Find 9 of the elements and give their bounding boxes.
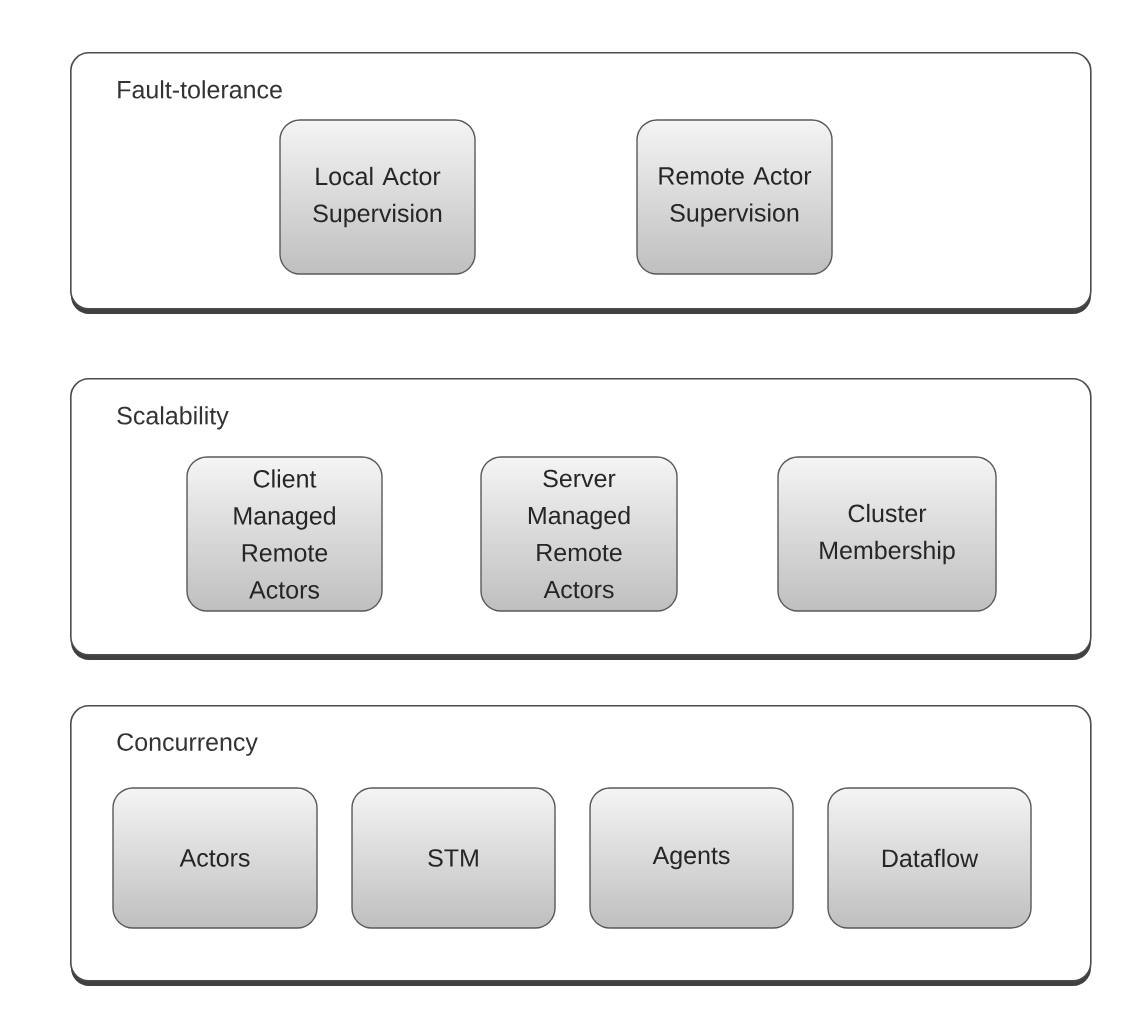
component-box: STM <box>351 787 556 929</box>
component-box: Server Managed Remote Actors <box>480 456 678 612</box>
component-box: Client Managed Remote Actors <box>186 456 383 612</box>
component-box: Actors <box>112 787 318 929</box>
component-box: Local Actor Supervision <box>279 119 476 275</box>
component-box: Dataflow <box>827 787 1032 929</box>
component-box: Cluster Membership <box>777 456 997 612</box>
component-box: Agents <box>589 787 794 929</box>
component-box: Remote Actor Supervision <box>636 119 833 275</box>
